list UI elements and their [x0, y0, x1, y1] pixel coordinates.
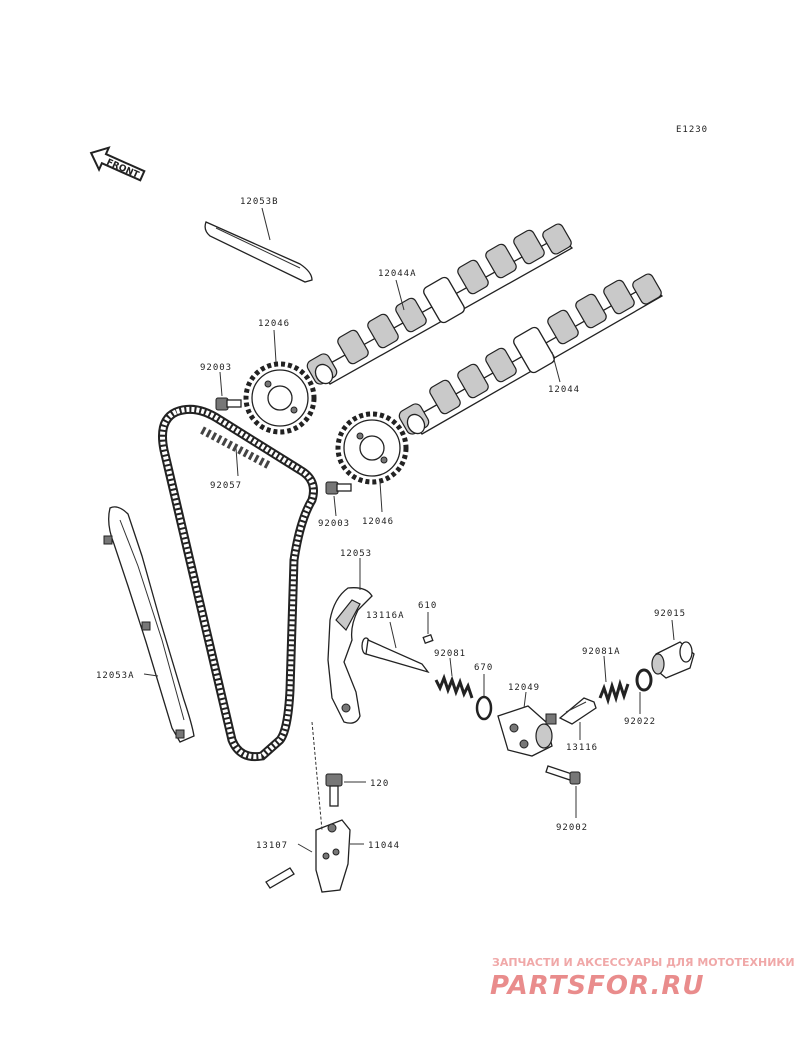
- camshaft-lower: [398, 273, 664, 435]
- label-12044A: 12044A: [378, 269, 417, 279]
- label-12049: 12049: [508, 683, 540, 693]
- label-92057: 92057: [210, 481, 242, 491]
- chain-tensioner-guide: [327, 587, 373, 724]
- label-12053: 12053: [340, 549, 372, 559]
- label-12053B: 12053B: [240, 197, 279, 207]
- label-12046-top: 12046: [258, 319, 290, 329]
- o-ring-670: [475, 695, 493, 721]
- label-92015: 92015: [654, 609, 686, 619]
- sprocket-lower: [335, 411, 409, 485]
- pin-610: [422, 633, 434, 645]
- pin-13107: [265, 867, 295, 889]
- label-92002: 92002: [556, 823, 588, 833]
- label-120: 120: [370, 779, 389, 789]
- camshaft-upper: [306, 223, 574, 385]
- label-92003-top: 92003: [200, 363, 232, 373]
- tensioner-body: [497, 705, 557, 757]
- diagram-code: E1230: [676, 125, 708, 135]
- label-12053A: 12053A: [96, 671, 135, 681]
- sprocket-upper: [243, 361, 317, 435]
- label-670: 670: [474, 663, 493, 673]
- label-610: 610: [418, 601, 437, 611]
- watermark: ЗАПЧАСТИ И АКСЕССУАРЫ ДЛЯ МОТОТЕХНИКИ PA…: [490, 956, 795, 1001]
- tensioner-rod: [361, 637, 430, 674]
- label-92022: 92022: [624, 717, 656, 727]
- label-12044: 12044: [548, 385, 580, 395]
- gasket-92022: [635, 668, 653, 692]
- bolt-92002: [545, 765, 581, 785]
- label-13116: 13116: [566, 743, 598, 753]
- bolt-120: [325, 773, 343, 807]
- label-13116A: 13116A: [366, 611, 405, 621]
- label-12046-bottom: 12046: [362, 517, 394, 527]
- spring-92081: [434, 673, 474, 699]
- bolt-lower: [325, 481, 352, 495]
- label-92081: 92081: [434, 649, 466, 659]
- plunger-13116: [558, 697, 597, 725]
- bracket-11044: [315, 819, 351, 893]
- label-92081A: 92081A: [582, 647, 621, 657]
- watermark-tagline: ЗАПЧАСТИ И АКСЕССУАРЫ ДЛЯ МОТОТЕХНИКИ: [492, 956, 795, 969]
- front-arrow-icon: FRONT: [89, 146, 146, 182]
- label-92003-bottom: 92003: [318, 519, 350, 529]
- watermark-logo: PARTSFOR.RU: [490, 971, 704, 1001]
- spring-92081A: [598, 678, 630, 706]
- chain-guide-rear: [103, 506, 195, 743]
- cap-92015: [651, 641, 695, 679]
- label-11044: 11044: [368, 841, 400, 851]
- bolt-upper: [215, 397, 242, 411]
- label-13107: 13107: [256, 841, 288, 851]
- chain-guide-upper: [204, 221, 313, 283]
